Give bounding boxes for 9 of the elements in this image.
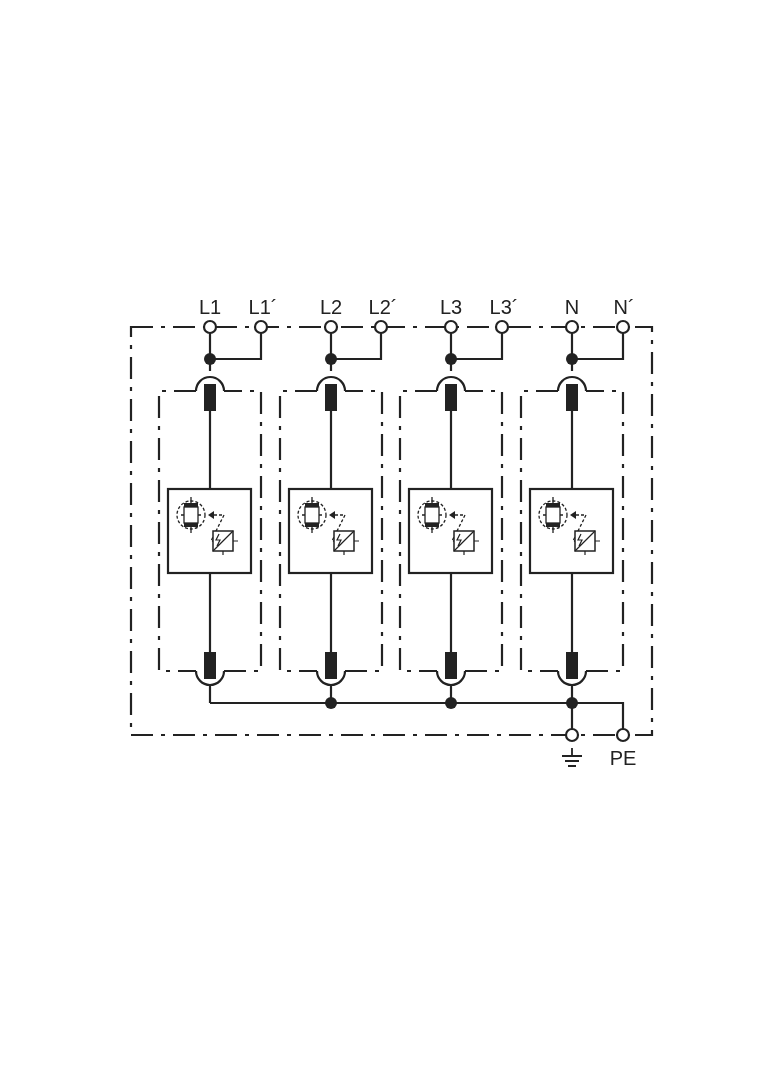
terminal-label: L3 xyxy=(439,296,463,318)
terminal-label: L2 xyxy=(319,296,343,318)
terminal-label: L1 xyxy=(198,296,222,318)
terminal-label: PE xyxy=(609,747,637,769)
terminal-label: L3´ xyxy=(489,296,519,318)
terminal-label: N´ xyxy=(613,296,635,318)
terminal-label: N xyxy=(564,296,580,318)
terminal-label: L1´ xyxy=(248,296,278,318)
terminal-label: L2´ xyxy=(368,296,398,318)
